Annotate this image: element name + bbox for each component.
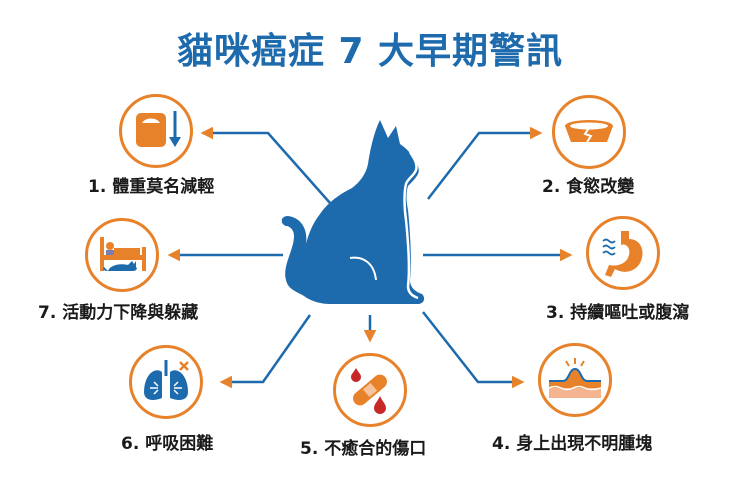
sign-5-icon-circle (333, 353, 407, 427)
sign-6-label: 6. 呼吸困難 (121, 434, 214, 454)
bed-hiding-cat-icon (100, 237, 146, 271)
sign-5-label: 5. 不癒合的傷口 (300, 439, 427, 459)
page-title: 貓咪癌症 7 大早期警訊 (176, 31, 564, 72)
cracked-food-bowl-icon (565, 120, 613, 143)
bandage-blood-icon (351, 368, 387, 414)
connector-2 (427, 126, 543, 200)
sign-3-label: 3. 持續嘔吐或腹瀉 (546, 303, 690, 323)
scale-weight-down-icon (136, 111, 181, 147)
sign-6-icon-circle (129, 345, 203, 419)
sign-7-icon-circle (85, 218, 159, 292)
lungs-icon (144, 360, 189, 400)
sign-3-icon-circle (586, 216, 660, 290)
sign-1-icon-circle (119, 94, 193, 168)
sign-1-label: 1. 體重莫名減輕 (88, 177, 215, 197)
sign-2-label: 2. 食慾改變 (542, 177, 635, 197)
stomach-nausea-icon (602, 231, 643, 277)
sign-4-label: 4. 身上出現不明腫塊 (492, 434, 653, 454)
connector-1 (200, 126, 331, 204)
sign-2-icon-circle (552, 95, 626, 169)
connector-4 (422, 311, 525, 389)
sign-4-icon-circle (538, 343, 612, 417)
skin-lump-icon (548, 358, 602, 398)
sign-7-label: 7. 活動力下降與躲藏 (38, 303, 199, 323)
sitting-cat-silhouette-icon (281, 120, 425, 304)
connector-6 (219, 314, 312, 389)
